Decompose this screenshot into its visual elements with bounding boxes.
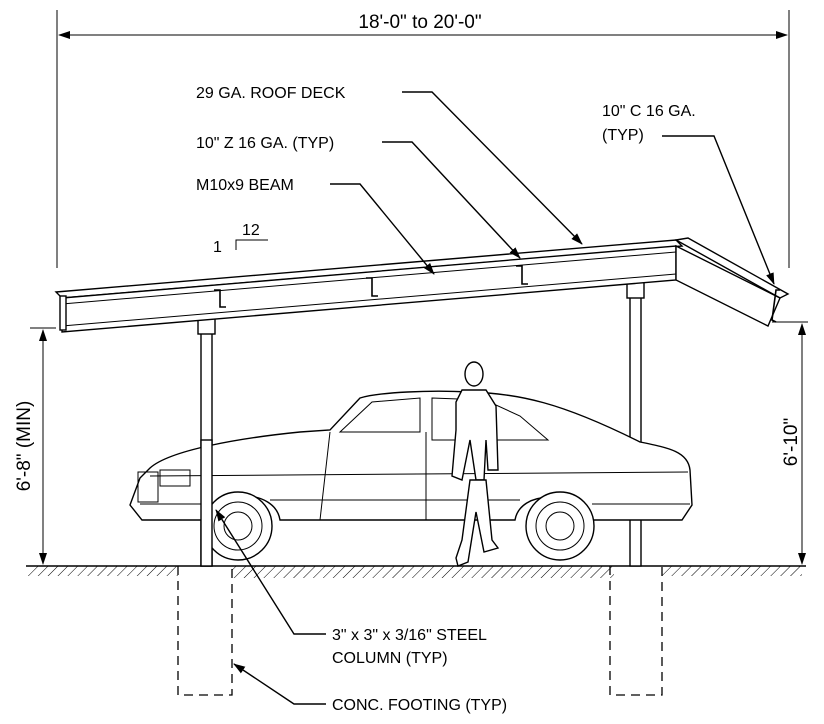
ground-hatch-middle: [232, 566, 614, 578]
car-window-front: [338, 397, 421, 433]
eave-channel-label-line2: (TYP): [602, 127, 644, 144]
car: [129, 390, 693, 561]
column-label-line2: COLUMN (TYP): [332, 650, 448, 667]
eave-channel-label-line1: 10" C 16 GA.: [602, 103, 696, 120]
purlin-label: 10" Z 16 GA. (TYP): [196, 135, 334, 152]
roof-assembly: [54, 237, 790, 333]
callout-beam: M10x9 BEAM: [196, 177, 435, 275]
beam-label: M10x9 BEAM: [196, 177, 294, 194]
span-dimension: 18'-0" to 20'-0": [56, 10, 790, 268]
left-height-label: 6'-8" (MIN): [14, 401, 35, 492]
eave-overhang-deck: [673, 237, 790, 299]
span-label-bg: [330, 10, 520, 32]
person-head: [464, 361, 484, 387]
column-right: [626, 281, 645, 567]
slope-run-label: 12: [242, 222, 260, 239]
slope-indicator: 1 12: [213, 222, 268, 256]
person-figure: [451, 361, 500, 567]
right-height-label: 6'-10": [781, 418, 802, 466]
car-grille: [137, 471, 159, 503]
roof-deck-label: 29 GA. ROOF DECK: [196, 85, 346, 102]
footing-right: [609, 566, 663, 696]
purlin-z-3: [516, 265, 528, 285]
purlin-z-1: [214, 289, 226, 308]
callout-purlin: 10" Z 16 GA. (TYP): [196, 135, 521, 259]
left-height-dimension: 6'-8" (MIN): [14, 327, 56, 565]
car-wheel-rear: [525, 491, 595, 561]
column-label-line1: 3" x 3" x 3/16" STEEL: [332, 627, 487, 644]
footing-left: [177, 566, 233, 696]
right-height-dimension: 6'-10": [772, 321, 808, 565]
ground: [26, 565, 806, 578]
callout-footing: CONC. FOOTING (TYP): [233, 663, 507, 714]
car-wheel-front: [203, 491, 273, 561]
callout-roof-deck: 29 GA. ROOF DECK: [196, 85, 583, 245]
callout-eave-channel: 10" C 16 GA. (TYP): [602, 103, 775, 285]
purlin-z-2: [366, 277, 378, 297]
person-torso: [451, 389, 499, 481]
span-dimension-label: 18'-0" to 20'-0": [358, 12, 481, 33]
column-left-front: [200, 439, 213, 567]
slope-rise-label: 1: [213, 239, 222, 256]
eave-overhang: [675, 244, 781, 327]
car-body: [129, 390, 693, 521]
ground-hatch-left: [28, 566, 178, 576]
footing-label: CONC. FOOTING (TYP): [332, 697, 507, 714]
end-channel-left: [59, 295, 67, 331]
ground-hatch-right: [662, 566, 802, 576]
person-legs: [455, 479, 500, 567]
eave-channel-c: [771, 289, 780, 323]
callout-column: 3" x 3" x 3/16" STEEL COLUMN (TYP): [215, 509, 487, 667]
car-headlight: [159, 469, 191, 487]
